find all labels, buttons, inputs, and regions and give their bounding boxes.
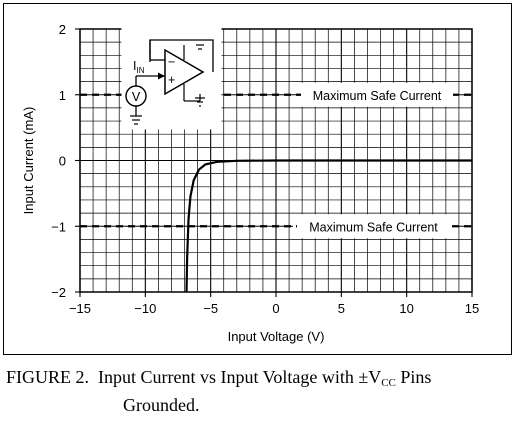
caption-text-after: Pins xyxy=(395,367,432,387)
inverting-sign: − xyxy=(168,55,175,69)
y-tick-label: −1 xyxy=(51,219,66,234)
noninverting-sign: + xyxy=(168,73,175,87)
reference-line-label: Maximum Safe Current xyxy=(309,220,438,234)
series-curve xyxy=(185,159,472,293)
x-tick-label: −10 xyxy=(134,301,156,316)
reference-line-label: Maximum Safe Current xyxy=(313,89,442,103)
caption-subscript: CC xyxy=(381,377,396,389)
x-tick-label: −15 xyxy=(69,301,91,316)
figure-frame xyxy=(3,3,512,355)
x-tick-label: −5 xyxy=(203,301,218,316)
voltage-source-symbol: V xyxy=(132,90,141,104)
x-tick-label: 10 xyxy=(399,301,413,316)
caption-text: Input Current vs Input Voltage with ±V xyxy=(98,367,382,387)
current-arrow-icon xyxy=(158,72,165,80)
y-axis-title: Input Current (mA) xyxy=(21,107,36,215)
x-axis-title: Input Voltage (V) xyxy=(228,329,325,344)
caption-line-2: Grounded. xyxy=(123,395,200,415)
caption-label: FIGURE 2. xyxy=(6,367,90,387)
op-amp-schematic-inset: − + IIN V xyxy=(121,27,222,130)
y-tick-label: 2 xyxy=(59,22,66,37)
y-tick-label: −2 xyxy=(51,285,66,300)
reference-label-box xyxy=(301,85,453,104)
x-tick-label: 15 xyxy=(465,301,479,316)
x-tick-label: 5 xyxy=(338,301,345,316)
reference-label-box xyxy=(297,217,450,236)
y-tick-label: 0 xyxy=(59,154,66,169)
x-tick-label: 0 xyxy=(272,301,279,316)
op-amp-icon xyxy=(164,48,205,96)
current-label: IIN xyxy=(133,59,145,75)
y-tick-label: 1 xyxy=(59,88,66,103)
series-curve-layer xyxy=(185,159,472,293)
figure-caption: FIGURE 2. Input Current vs Input Voltage… xyxy=(6,366,511,416)
